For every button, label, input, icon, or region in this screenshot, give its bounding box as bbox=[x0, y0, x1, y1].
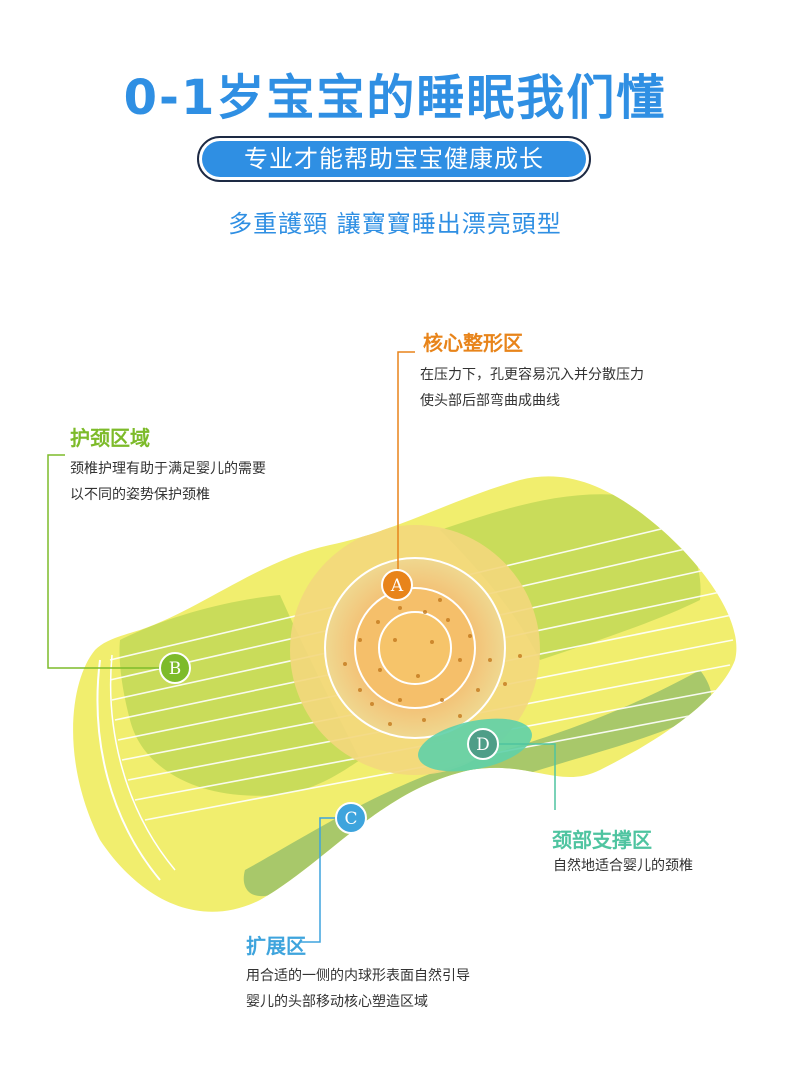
zone-c-title: 扩展区 bbox=[246, 934, 306, 958]
zone-d-description: 自然地适合婴儿的颈椎 bbox=[553, 853, 773, 879]
zone-c-line1: 用合适的一侧的内球形表面自然引导 bbox=[246, 968, 470, 984]
marker-c-label: C bbox=[344, 809, 357, 829]
subtitle: 多重護頸 讓寶寶睡出漂亮頭型 bbox=[228, 210, 562, 238]
marker-d bbox=[467, 728, 499, 760]
zone-a-title: 核心整形区 bbox=[423, 331, 523, 355]
zone-c-description: 用合适的一侧的内球形表面自然引导 婴儿的头部移动核心塑造区域 bbox=[246, 963, 566, 1015]
zone-b-line1: 颈椎护理有助于满足婴儿的需要 bbox=[70, 461, 266, 477]
marker-a bbox=[381, 569, 413, 601]
zone-a-line2: 使头部后部弯曲成曲线 bbox=[420, 393, 560, 409]
marker-d-label: D bbox=[476, 735, 490, 755]
tagline-pill: 专业才能帮助宝宝健康成长 bbox=[197, 136, 591, 182]
zone-a-description: 在压力下，孔更容易沉入并分散压力 使头部后部弯曲成曲线 bbox=[420, 362, 720, 414]
zone-b-line2: 以不同的姿势保护颈椎 bbox=[70, 487, 210, 503]
leader-line-b bbox=[47, 454, 160, 669]
zone-b-description: 颈椎护理有助于满足婴儿的需要 以不同的姿势保护颈椎 bbox=[70, 456, 350, 508]
leader-line-a bbox=[397, 351, 415, 570]
zone-b-title: 护颈区域 bbox=[70, 426, 150, 450]
marker-b-label: B bbox=[169, 659, 182, 679]
tagline-text: 专业才能帮助宝宝健康成长 bbox=[202, 141, 586, 177]
zone-d-title: 颈部支撑区 bbox=[552, 828, 652, 852]
zone-a-line1: 在压力下，孔更容易沉入并分散压力 bbox=[420, 367, 644, 383]
marker-b bbox=[159, 652, 191, 684]
marker-c bbox=[335, 802, 367, 834]
zone-c-line2: 婴儿的头部移动核心塑造区域 bbox=[246, 994, 428, 1010]
leader-line-c bbox=[300, 817, 336, 943]
page-title: 0-1岁宝宝的睡眠我们懂 bbox=[123, 70, 667, 126]
zone-d-line1: 自然地适合婴儿的颈椎 bbox=[553, 858, 693, 874]
leader-line-d bbox=[498, 743, 556, 810]
marker-a-label: A bbox=[390, 576, 404, 596]
